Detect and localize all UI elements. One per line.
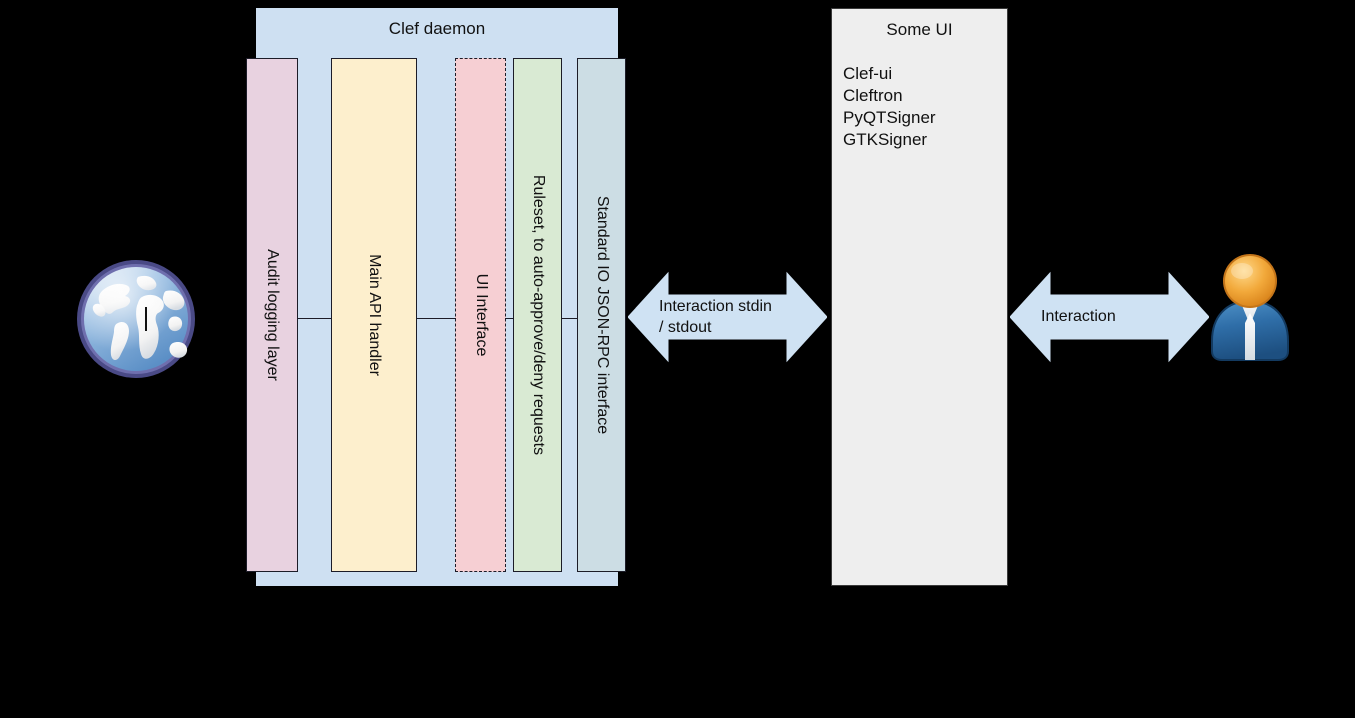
layer-audit-logging-label: Audit logging layer <box>264 249 281 381</box>
clef-daemon-container <box>256 8 618 586</box>
connector-api-to-ui-interface <box>416 318 456 319</box>
layer-main-api-handler-label: Main API handler <box>366 254 383 376</box>
layer-ruleset-label: Ruleset, to auto-approve/deny requests <box>529 174 547 456</box>
some-ui-implementation-list: Clef-ui Cleftron PyQTSigner GTKSigner <box>843 63 936 151</box>
arrow-interaction-stdio-label: Interaction stdin / stdout <box>659 298 772 336</box>
layer-main-api-handler[interactable]: Main API handler <box>331 58 417 572</box>
connector-audit-to-api <box>297 318 332 319</box>
layer-audit-logging[interactable]: Audit logging layer <box>246 58 298 572</box>
some-ui-panel-title: Some UI <box>886 20 953 39</box>
arrow-interaction-user-label: Interaction <box>1041 308 1116 325</box>
list-item: PyQTSigner <box>843 108 936 127</box>
user-icon <box>1204 251 1296 363</box>
connector-ui-interface-to-ruleset <box>505 318 514 319</box>
clef-daemon-title: Clef daemon <box>388 19 486 38</box>
list-item: Cleftron <box>843 86 903 105</box>
layer-stdio-jsonrpc[interactable]: Standard IO JSON-RPC interface <box>577 58 626 572</box>
list-item: Clef-ui <box>843 64 893 83</box>
layer-stdio-jsonrpc-label: Standard IO JSON-RPC interface <box>593 195 611 435</box>
layer-ruleset[interactable]: Ruleset, to auto-approve/deny requests <box>513 58 562 572</box>
some-ui-panel[interactable]: Some UI Clef-ui Cleftron PyQTSigner GTKS… <box>831 8 1008 586</box>
connector-ruleset-to-stdio <box>561 318 578 319</box>
list-item: GTKSigner <box>843 130 928 149</box>
globe-icon <box>72 255 200 383</box>
arrow-interaction-stdio: Interaction stdin / stdout <box>628 269 827 365</box>
layer-ui-interface[interactable]: UI Interface <box>455 58 506 572</box>
layer-ui-interface-label: UI Interface <box>472 273 490 357</box>
arrow-interaction-user: Interaction <box>1010 269 1209 365</box>
